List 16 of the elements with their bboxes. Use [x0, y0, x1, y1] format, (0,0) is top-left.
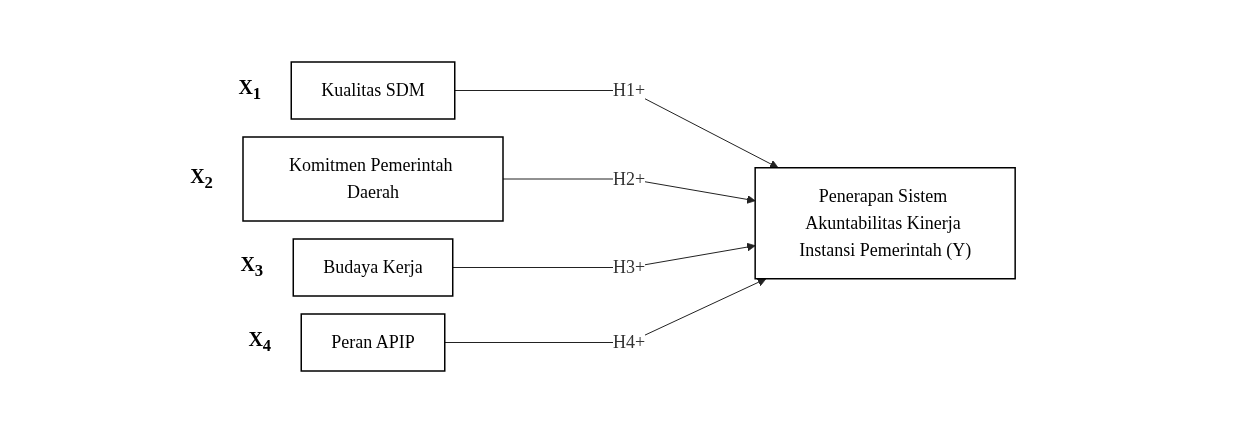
variable-label: X$_{1}$: [238, 76, 262, 104]
node-box: Peran APIP: [300, 312, 446, 372]
node-box: Kualitas SDM: [290, 60, 456, 120]
variable-label: X$_{4}$: [248, 328, 272, 356]
node-box: Budaya Kerja: [292, 237, 454, 297]
edge-label: H4+: [612, 331, 646, 352]
arrow: [452, 242, 756, 268]
variable-label: X$_{2}$: [190, 164, 213, 193]
node-box: Komitmen Pemerintah Daerah: [242, 135, 504, 222]
edge-label: H3+: [612, 256, 646, 277]
edge-label: H2+: [612, 168, 646, 188]
edge-label: H1+: [612, 79, 646, 100]
arrow: [444, 277, 767, 343]
variable-label: X$_{3}$: [240, 253, 264, 281]
node-box: Penerapan Sistem Akuntabilitas Kinerja Instansi Pemerintah (Y): [754, 166, 1016, 279]
arrow: [454, 89, 779, 168]
